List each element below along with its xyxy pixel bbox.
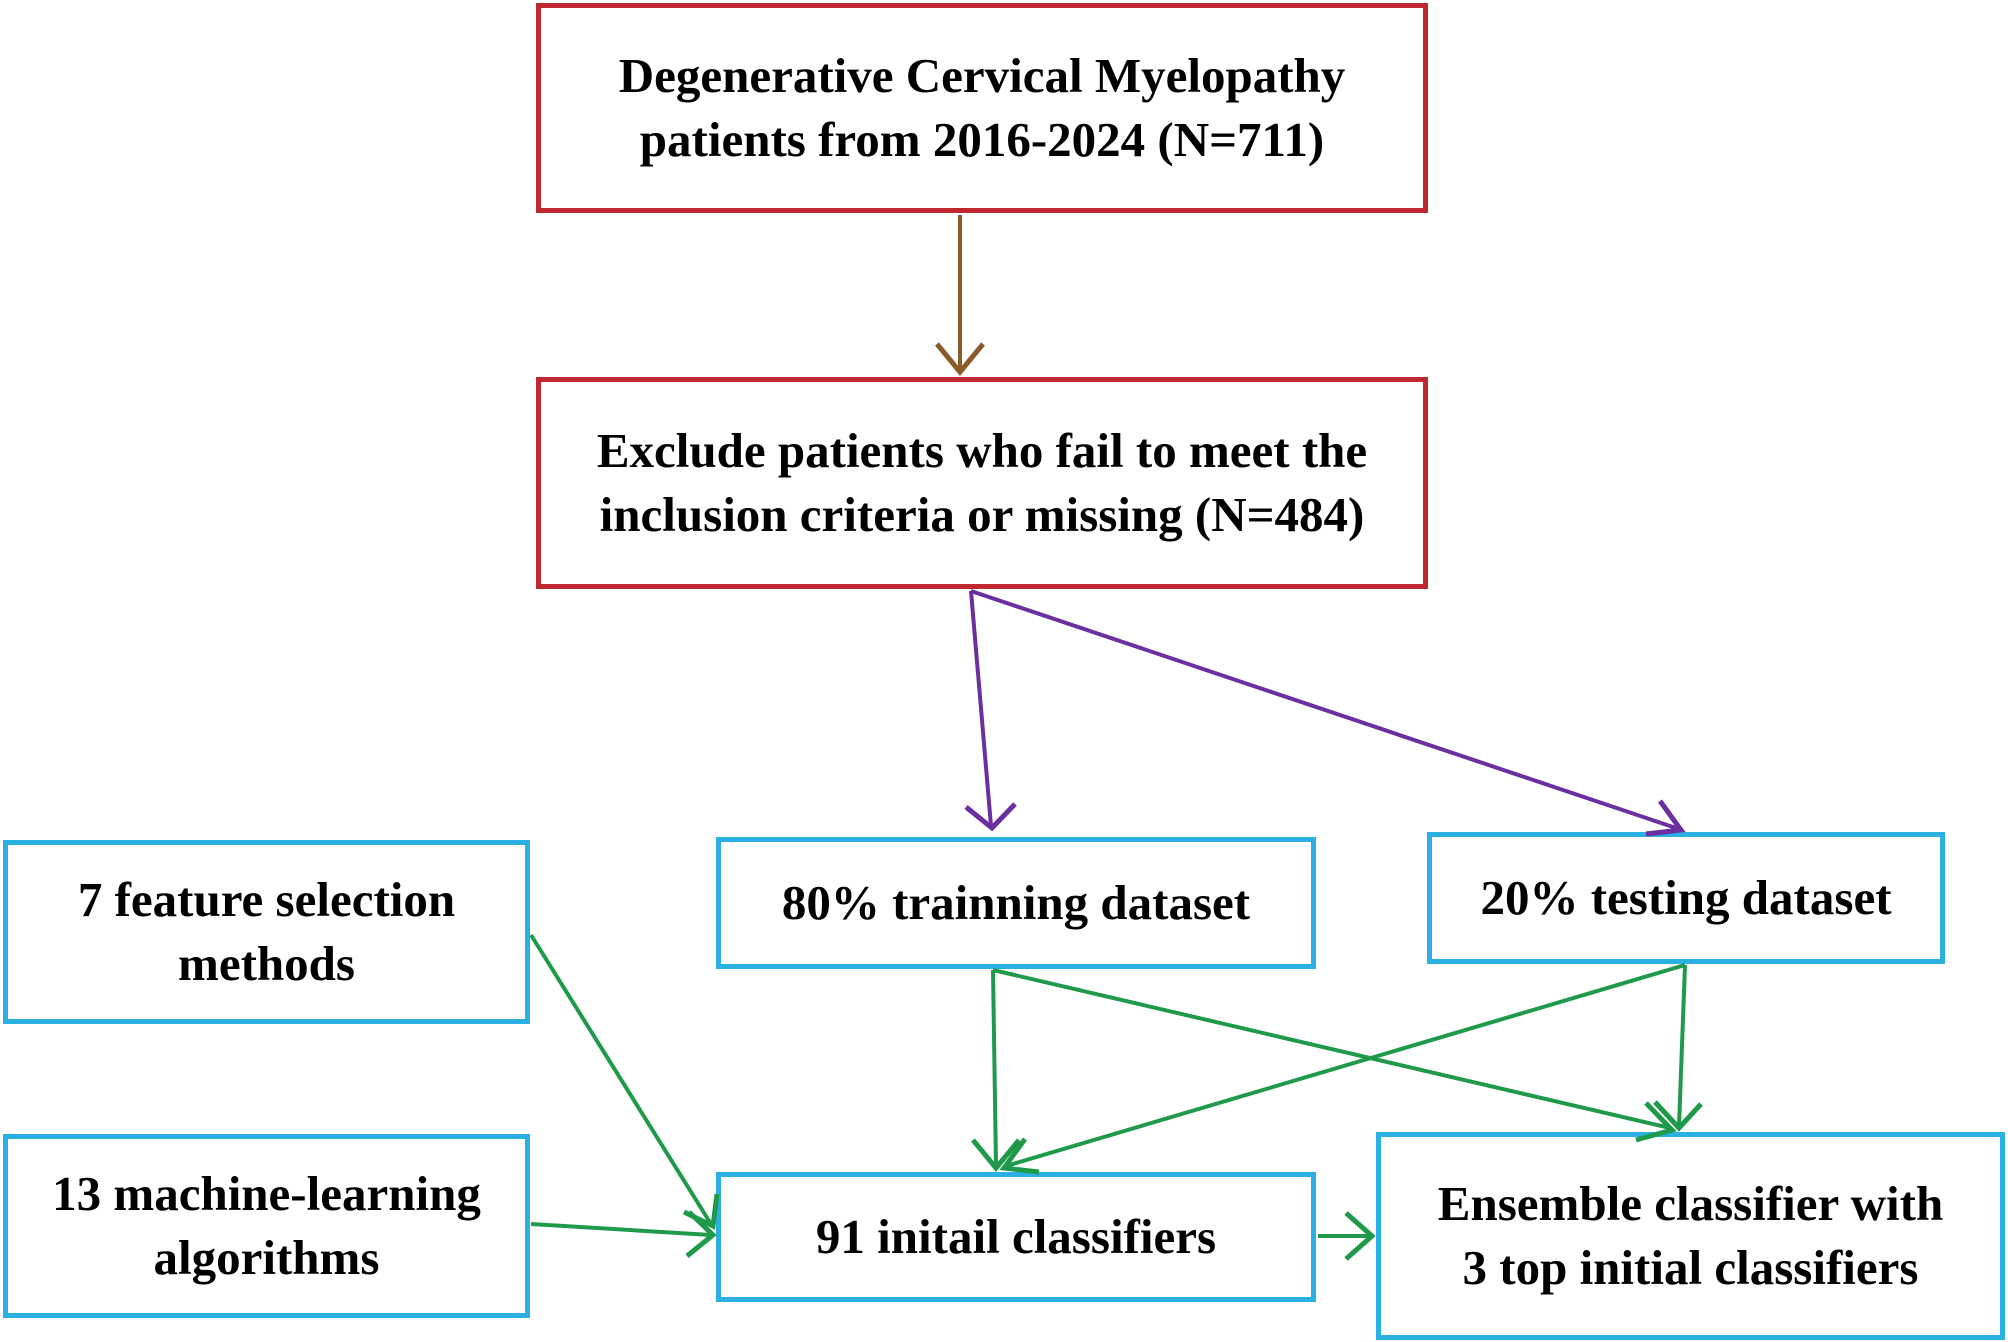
training-dataset-label: 80% trainning dataset — [781, 875, 1251, 931]
initial-classifiers-label: 91 initail classifiers — [815, 1209, 1217, 1265]
arrow-testing-to-ensemble — [1653, 964, 1703, 1132]
ensemble-classifier-label: Ensemble classifier with 3 top initial c… — [1437, 1176, 1944, 1295]
dcm-patients-label: Degenerative Cervical Myelopathy patient… — [618, 48, 1346, 167]
ensemble-classifier-box: Ensemble classifier with 3 top initial c… — [1376, 1132, 2005, 1340]
arrow-exclude-to-testing — [970, 589, 1686, 837]
testing-dataset-box: 20% testing dataset — [1427, 832, 1945, 964]
arrow-exclude-to-training — [964, 590, 1017, 832]
exclude-patients-box: Exclude patients who fail to meet the in… — [536, 377, 1428, 589]
testing-dataset-label: 20% testing dataset — [1480, 870, 1892, 926]
dcm-patients-box: Degenerative Cervical Myelopathy patient… — [536, 3, 1428, 213]
training-dataset-box: 80% trainning dataset — [716, 837, 1316, 969]
ml-algorithms-label: 13 machine-learning algorithms — [52, 1166, 481, 1285]
arrow-training-to-ensemble — [992, 968, 1677, 1143]
arrow-testing-to-initial — [999, 963, 1686, 1175]
exclude-patients-label: Exclude patients who fail to meet the in… — [596, 423, 1368, 542]
feature-selection-box: 7 feature selection methods — [3, 840, 530, 1024]
arrow-dcm-to-exclude — [935, 215, 985, 376]
feature-selection-label: 7 feature selection methods — [77, 872, 456, 991]
arrow-ml-algorithms-to-initial — [530, 1210, 717, 1258]
arrow-initial-to-ensemble — [1318, 1211, 1376, 1261]
ml-algorithms-box: 13 machine-learning algorithms — [3, 1134, 530, 1318]
arrow-feature-selection-to-initial — [529, 933, 720, 1230]
initial-classifiers-box: 91 initail classifiers — [716, 1172, 1316, 1302]
arrow-training-to-initial — [971, 969, 1021, 1172]
